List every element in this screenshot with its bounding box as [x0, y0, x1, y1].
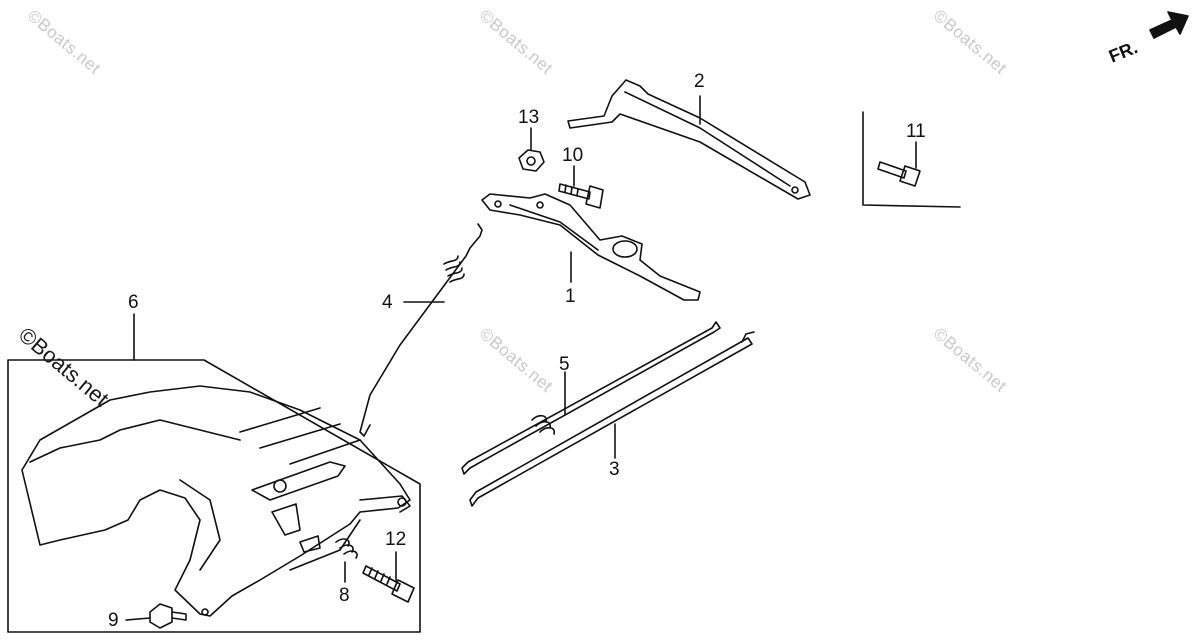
callout-9: 9 — [108, 610, 119, 631]
part-1-lower-arm — [481, 193, 701, 301]
callout-8: 8 — [339, 585, 350, 606]
part-4-spring-rod — [359, 223, 483, 437]
part-2-upper-arm — [567, 79, 811, 200]
part-12-long-bolt — [362, 565, 415, 603]
part-6-outline-frame — [7, 359, 421, 633]
callout-5: 5 — [559, 354, 570, 375]
part-6-cover — [21, 385, 411, 617]
part-5-spring-rod — [461, 321, 721, 475]
callout-12: 12 — [385, 529, 407, 550]
part-13-nut — [518, 149, 545, 172]
callout-2: 2 — [694, 71, 705, 92]
callout-6: 6 — [128, 292, 139, 313]
part-3-rod — [469, 331, 755, 507]
callout-4: 4 — [382, 292, 393, 313]
callout-3: 3 — [609, 459, 620, 480]
part-11-bracket-frame — [862, 111, 961, 208]
front-direction-arrow-icon — [1149, 11, 1189, 39]
leader-line-9 — [125, 617, 151, 621]
part-9-bolt — [149, 603, 187, 629]
part-11-bolt — [877, 161, 921, 187]
callout-1: 1 — [565, 286, 576, 307]
callout-11: 11 — [906, 121, 926, 142]
part-10-bolt — [558, 183, 604, 209]
callout-10: 10 — [562, 145, 584, 166]
part-8-spring — [335, 538, 358, 559]
callout-13: 13 — [518, 107, 540, 128]
